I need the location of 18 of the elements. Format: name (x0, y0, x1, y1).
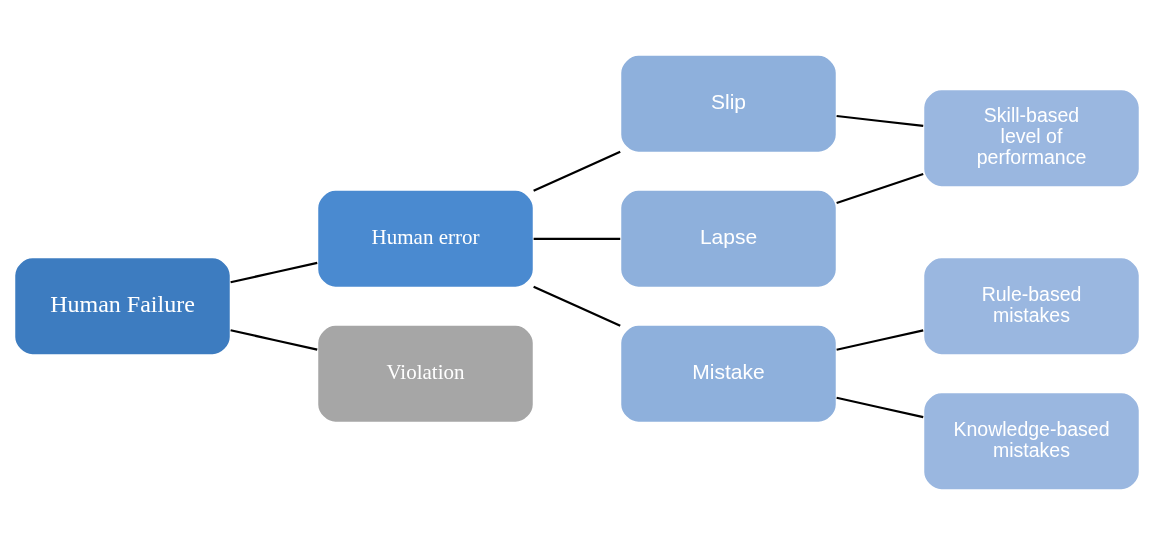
connector (836, 328, 924, 351)
connector (836, 114, 924, 127)
connector (533, 150, 621, 192)
node-box: Lapse (619, 188, 838, 288)
node-box: Knowledge-based mistakes (922, 391, 1141, 491)
node-box: Violation (316, 323, 535, 423)
connector (836, 396, 924, 418)
connector (533, 237, 621, 240)
connector (533, 285, 621, 327)
connector (836, 172, 924, 204)
node-box: Skill-based level of performance (922, 88, 1141, 188)
node-box: Rule-based mistakes (922, 256, 1141, 356)
node-box: Human error (316, 188, 535, 288)
node-box: Mistake (619, 323, 838, 423)
connector (230, 261, 318, 283)
node-box: Human Failure (13, 256, 232, 356)
connector (230, 328, 318, 351)
node-box: Slip (619, 53, 838, 153)
